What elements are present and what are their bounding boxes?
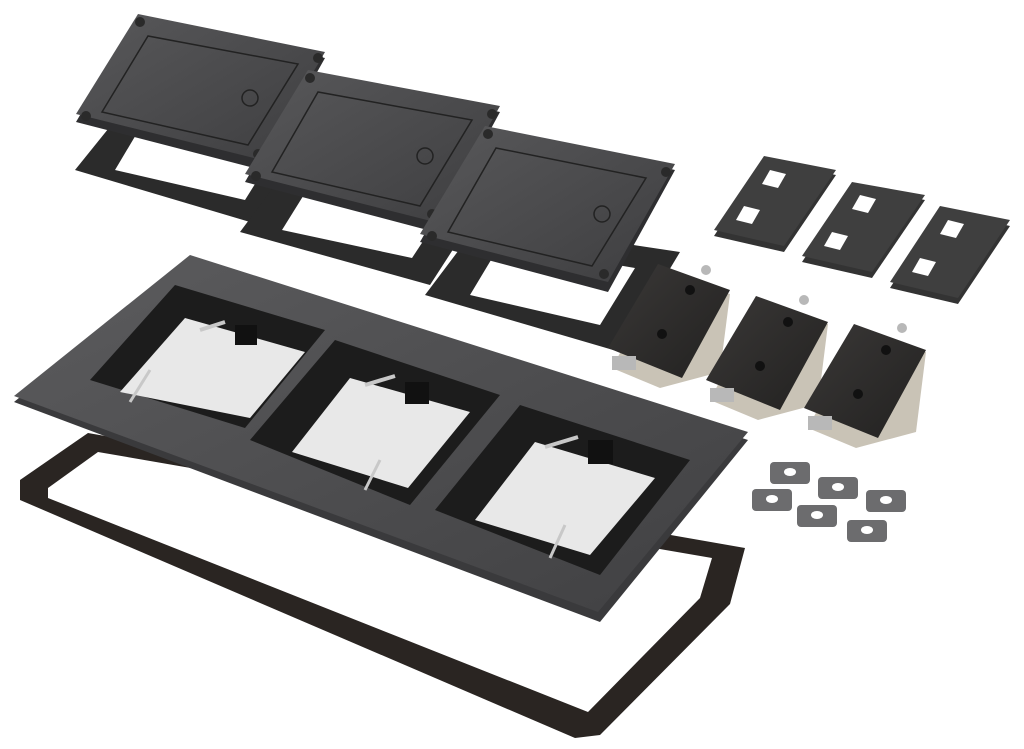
cover-plates xyxy=(76,14,675,292)
cover-plate-1 xyxy=(76,14,325,170)
three-gang-frame xyxy=(14,255,748,622)
adapter-plate-1 xyxy=(714,156,836,252)
duplex-receptacles xyxy=(608,264,926,448)
adapter-plate-3 xyxy=(890,206,1010,304)
cover-plate-2 xyxy=(245,70,500,232)
adapter-plate-2 xyxy=(802,182,925,278)
duplex-receptacle-1 xyxy=(608,264,730,388)
cover-plate-3 xyxy=(420,126,675,292)
duplex-receptacle-3 xyxy=(804,323,926,448)
device-adapter-plates xyxy=(714,156,1010,304)
spacer-blocks xyxy=(752,462,906,542)
duplex-receptacle-2 xyxy=(706,295,828,420)
frame-gasket xyxy=(20,433,745,738)
